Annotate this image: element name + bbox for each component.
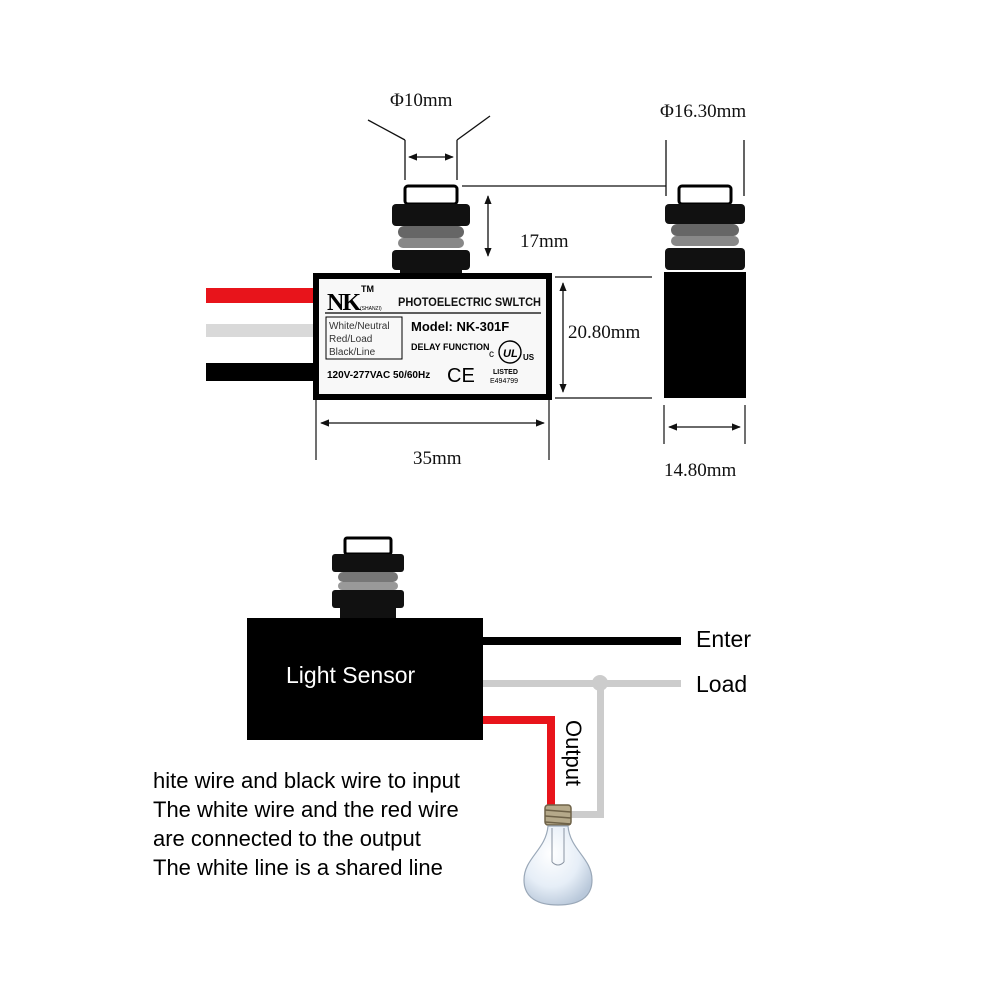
body-width-label: 35mm: [413, 448, 462, 469]
label-title: PHOTOELECTRIC SWLTCH: [398, 297, 541, 310]
ul-mark: UL c US LISTED E494799: [489, 340, 535, 385]
front-view: NK TM (SHANZI) PHOTOELECTRIC SWLTCH Whit…: [206, 90, 666, 469]
white-wire-to-bulb: [570, 811, 604, 818]
body-height-label: 20.80mm: [568, 322, 641, 343]
legend-white: White/Neutral: [329, 321, 390, 332]
side-width-label: 14.80mm: [664, 460, 737, 481]
dim-cap-height: 17mm: [462, 185, 666, 257]
red-wire-drop: [547, 716, 555, 808]
cap-height-label: 17mm: [520, 231, 569, 252]
product-label: NK TM (SHANZI) PHOTOELECTRIC SWLTCH Whit…: [325, 284, 541, 387]
svg-text:US: US: [523, 353, 535, 362]
dim-body-width: 35mm: [315, 400, 550, 469]
svg-text:LISTED: LISTED: [493, 369, 518, 376]
white-wire-stub: [206, 324, 318, 337]
ce-mark: CE: [447, 365, 475, 387]
side-diameter-label: Φ16.30mm: [660, 101, 746, 122]
wiring-diagram: Light Sensor Enter Load Output: [247, 536, 751, 906]
black-wire: [483, 637, 681, 645]
note-line-4: The white line is a shared line: [153, 855, 443, 880]
switch-body: [313, 273, 552, 400]
dim-side-diameter: Φ16.30mm: [660, 101, 746, 196]
enter-label: Enter: [696, 626, 751, 652]
legend-red: Red/Load: [329, 334, 372, 345]
light-sensor-body: [247, 618, 483, 740]
sensor-cap: [392, 184, 470, 276]
wire-legend-box: [325, 316, 403, 360]
brand-logo: NK: [327, 290, 361, 316]
side-body: [664, 272, 746, 398]
load-label: Load: [696, 671, 747, 697]
wiring-notes: hite wire and black wire to input The wh…: [153, 766, 460, 882]
svg-text:UL: UL: [503, 348, 518, 360]
dim-body-height: 20.80mm: [555, 276, 652, 399]
model-text: Model: NK-301F: [411, 319, 509, 334]
output-label: Output: [561, 720, 586, 786]
side-view: Φ16.30mm 14.80mm: [660, 101, 746, 481]
brand-sub: (SHANZI): [360, 306, 382, 312]
trademark: TM: [361, 284, 374, 294]
note-line-1: hite wire and black wire to input: [153, 768, 460, 793]
white-wire: [483, 680, 681, 687]
white-wire-drop: [597, 683, 604, 818]
svg-text:c: c: [489, 349, 494, 360]
dim-side-width: 14.80mm: [663, 405, 746, 481]
wiring-sensor-cap: [332, 536, 404, 618]
dim-cap-diameter: Φ10mm: [367, 90, 491, 180]
legend-black: Black/Line: [329, 347, 376, 358]
light-bulb: [523, 804, 593, 906]
note-line-2: The white wire and the red wire: [153, 797, 459, 822]
note-line-3: are connected to the output: [153, 826, 421, 851]
black-wire-stub: [206, 363, 318, 381]
rating-text: 120V-277VAC 50/60Hz: [327, 370, 430, 381]
light-sensor-label: Light Sensor: [286, 662, 415, 688]
cap-diameter-label: Φ10mm: [390, 90, 453, 111]
svg-text:E494799: E494799: [490, 378, 518, 385]
red-wire: [483, 716, 554, 724]
delay-function: DELAY FUNCTION: [411, 342, 490, 352]
red-wire-stub: [206, 288, 318, 303]
